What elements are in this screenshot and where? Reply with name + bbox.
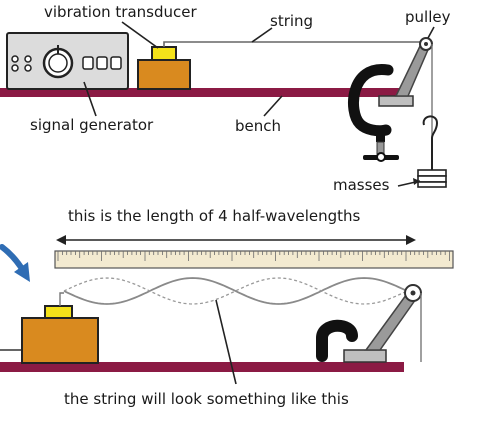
- label-half-wavelengths: this is the length of 4 half-wavelengths: [68, 207, 361, 225]
- g-clamp-icon: [348, 64, 414, 162]
- string-post: [59, 292, 64, 306]
- bench-bottom: [0, 362, 404, 372]
- label-vibration-transducer: vibration transducer: [44, 3, 197, 21]
- g-clamp-icon: [316, 319, 387, 363]
- pulley-icon: [419, 37, 433, 51]
- label-string: string: [270, 12, 314, 30]
- bottom-setup: [0, 235, 454, 385]
- metre-ruler-icon: [54, 250, 454, 269]
- standing-wave-solid: [63, 277, 408, 305]
- bench-top: [0, 88, 404, 97]
- label-bench: bench: [235, 117, 282, 135]
- pointer-arrow-icon: [0, 244, 30, 282]
- string-line: [163, 41, 426, 47]
- vibration-transducer-icon: [137, 46, 191, 90]
- vibration-transducer-icon: [21, 305, 99, 364]
- label-string-look: the string will look something like this: [64, 390, 349, 408]
- signal-generator-icon: [6, 32, 129, 90]
- label-masses: masses: [333, 176, 390, 194]
- label-signal-generator: signal generator: [30, 116, 154, 134]
- top-setup: [0, 21, 447, 188]
- length-arrow: [56, 235, 416, 245]
- pulley-icon: [404, 284, 422, 302]
- hanging-masses-icon: [417, 115, 447, 188]
- label-pulley: pulley: [405, 8, 451, 26]
